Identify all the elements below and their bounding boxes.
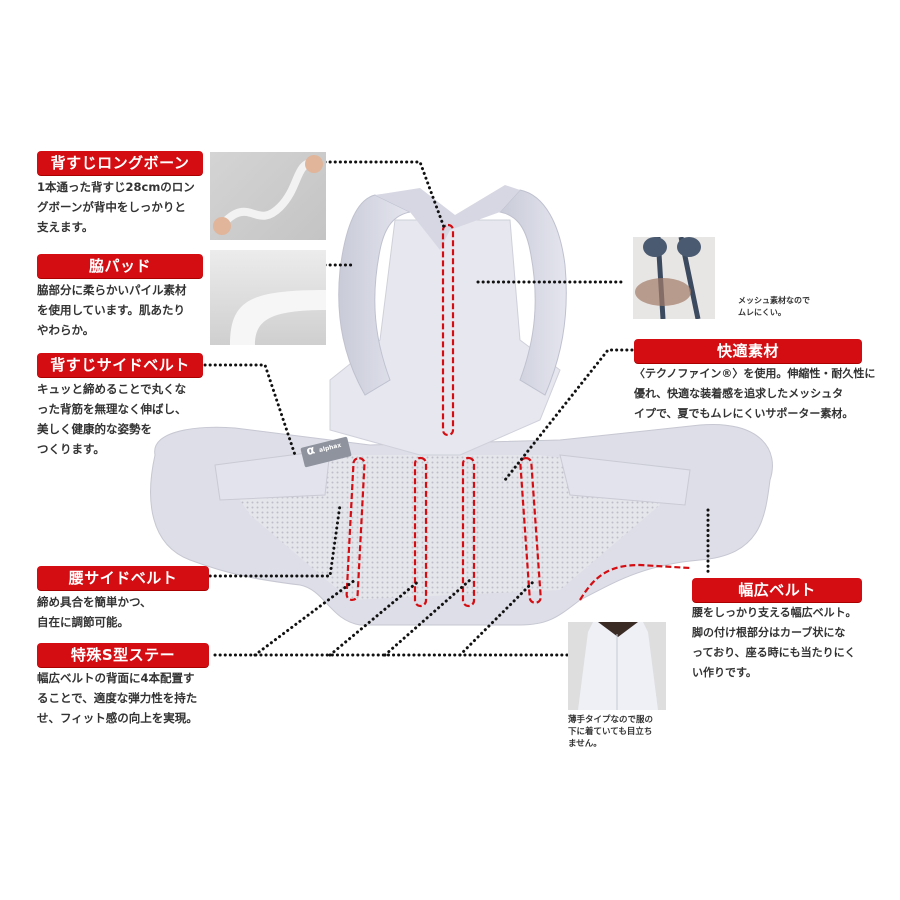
feature-desc-s-stay: 幅広ベルトの背面に4本配置することで、適度な弾力性を持たせ、フィット感の向上を実… <box>37 671 198 725</box>
feature-title-comfort-material: 快適素材 <box>634 339 862 363</box>
feature-desc-long-bone: 1本通った背すじ28cmのロングボーンが背中をしっかりと支えます。 <box>37 180 195 234</box>
mesh-caption: メッシュ素材なのでムレにくい。 <box>738 296 810 317</box>
feature-title-long-bone: 背すじロングボーン <box>37 151 203 175</box>
model-photo <box>568 622 666 710</box>
feature-desc-wide-belt: 腰をしっかり支える幅広ベルト。脚の付け根部分はカーブ状になっており、座る時にも当… <box>692 606 857 679</box>
feature-title-side-pad: 脇パッド <box>37 254 203 278</box>
feature-desc-side-pad: 脇部分に柔らかいパイル素材を使用しています。肌あたりやわらか。 <box>37 283 187 337</box>
feature-title-wide-belt: 幅広ベルト <box>692 578 862 602</box>
feature-desc-back-side-belt: キュッと締めることで丸くなった背筋を無理なく伸ばし、美しく健康的な姿勢をつくりま… <box>37 382 187 456</box>
thin-type-caption: 薄手タイプなので服の下に着ていても目立ちません。 <box>568 715 654 749</box>
long-bone-photo <box>210 152 326 240</box>
mesh-photo <box>633 237 715 319</box>
feature-title-waist-side-belt: 腰サイドベルト <box>37 566 209 590</box>
feature-desc-waist-side-belt: 締め具合を簡単かつ、自在に調節可能。 <box>37 595 152 629</box>
feature-desc-comfort-material: 〈テクノファイン®〉を使用。伸縮性・耐久性に優れ、快適な装着感を追求したメッシュ… <box>634 367 876 420</box>
side-pad-photo <box>210 250 326 345</box>
feature-title-back-side-belt: 背すじサイドベルト <box>37 353 203 377</box>
feature-title-s-stay: 特殊S型ステー <box>37 643 209 667</box>
